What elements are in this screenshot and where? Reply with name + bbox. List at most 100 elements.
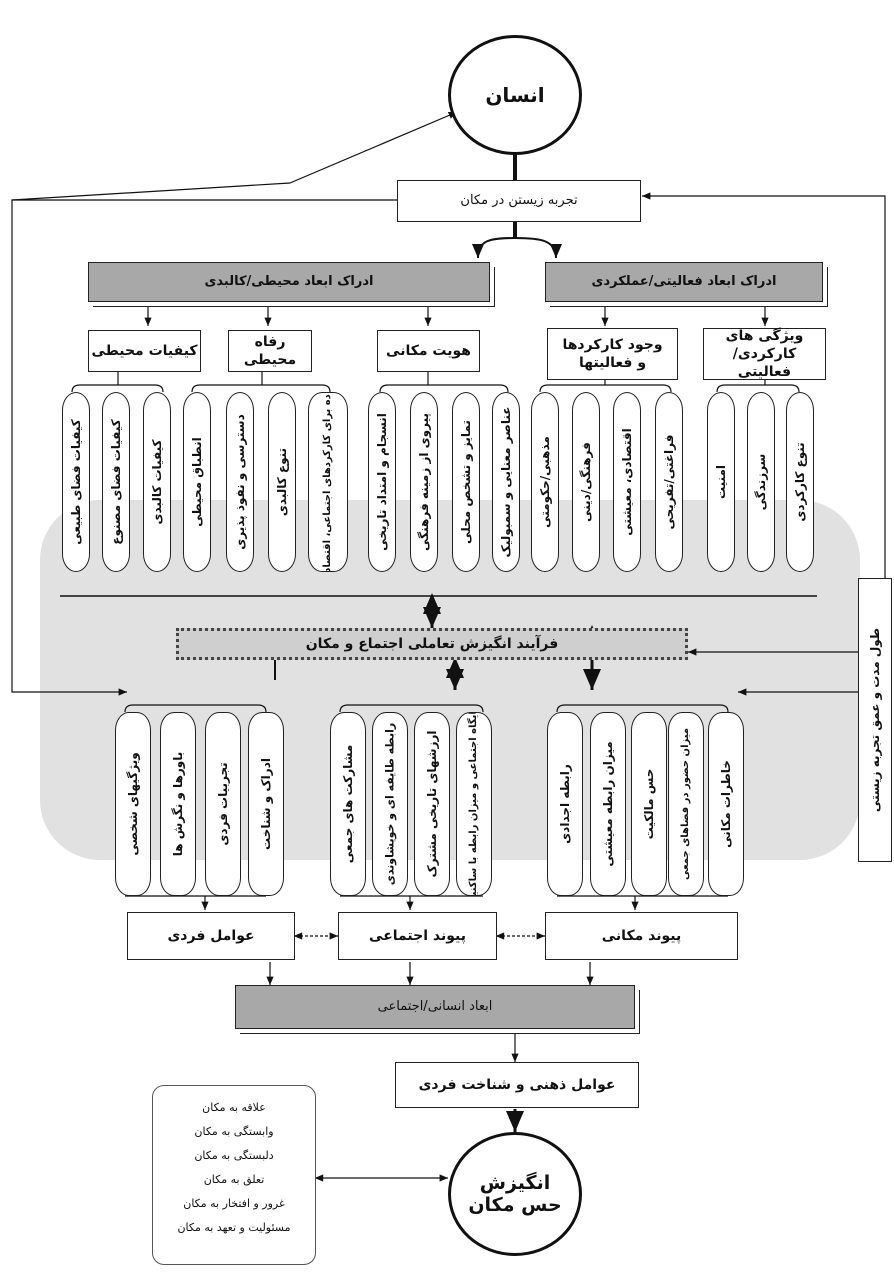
human-label: انسان bbox=[485, 83, 545, 107]
human-social-label: ابعاد انسانی/اجتماعی bbox=[377, 998, 493, 1014]
note-item: وابستگی به مکان bbox=[194, 1125, 274, 1138]
human-social-box: ابعاد انسانی/اجتماعی bbox=[235, 985, 635, 1029]
pill-bottom: باورها و نگرش ها bbox=[160, 712, 196, 896]
pill-label: محیط پاسخ ده برای کارکردهای اجتماعی، اقت… bbox=[322, 392, 333, 572]
functions-label: وجود کارکردها و فعالیتها bbox=[562, 336, 663, 371]
pill-label: جایگاه اجتماعی و میزان رابطه با ساکنین bbox=[468, 712, 479, 896]
pill-bottom: مشارکت های جمعی bbox=[330, 712, 366, 896]
pill-label: خاطرات مکانی bbox=[718, 760, 733, 848]
pill-label: فراغتی/تفریحی bbox=[661, 434, 676, 530]
duration-box: طول مدت و عمق تجربه زیستی bbox=[858, 578, 892, 862]
pill-bottom: ویژگیهای شخصی bbox=[115, 712, 151, 896]
mental-factors-box: عوامل ذهنی و شناخت فردی bbox=[395, 1062, 639, 1108]
duration-label: طول مدت و عمق تجربه زیستی bbox=[868, 627, 882, 813]
pill-top: دسترسی و نفوذ پذیری bbox=[226, 392, 254, 572]
note-item: مسئولیت و تعهد به مکان bbox=[177, 1221, 291, 1234]
pill-label: انسجام و امتداد تاریخی bbox=[374, 413, 389, 551]
mental-factors-label: عوامل ذهنی و شناخت فردی bbox=[418, 1076, 616, 1093]
note-item: غرور و افتخار به مکان bbox=[183, 1197, 285, 1210]
process-box: فرآیند انگیزش تعاملی اجتماع و مکان bbox=[176, 628, 688, 660]
env-welfare-label: رفاه محیطی bbox=[243, 333, 297, 368]
pill-label: دسترسی و نفوذ پذیری bbox=[232, 414, 247, 550]
pill-top: انطباق محیطی bbox=[183, 392, 211, 572]
pill-bottom: ادراک و شناخت bbox=[248, 712, 284, 896]
pill-label: امنیت bbox=[713, 464, 728, 500]
physical-perception-box: ادراک ابعاد محیطی/کالبدی bbox=[88, 262, 490, 302]
func-features-box: ویژگی های کارکردی/ فعالیتی bbox=[703, 328, 826, 380]
functional-perception-label: ادراک ابعاد فعالیتی/عملکردی bbox=[591, 273, 777, 289]
pill-label: ویژگیهای شخصی bbox=[125, 752, 140, 856]
pill-top: امنیت bbox=[707, 392, 735, 572]
pill-label: حس مالکیت bbox=[641, 768, 656, 840]
pill-top: مذهبی/حکومتی bbox=[531, 392, 559, 572]
pill-top: تنوع کارکردی bbox=[786, 392, 814, 572]
pill-label: پیروی از زمینه فرهنگی bbox=[416, 413, 431, 551]
pill-top: تنوع کالبدی bbox=[268, 392, 296, 572]
pill-label: میزان رابطه معیشتی bbox=[600, 741, 615, 867]
pill-top: کیفیات فضای مصنوع bbox=[102, 392, 130, 572]
human-circle: انسان bbox=[448, 35, 582, 155]
pill-top: سرزندگی bbox=[747, 392, 775, 572]
pill-label: رابطه اجدادی bbox=[557, 764, 572, 844]
pill-label: تنوع کالبدی bbox=[274, 447, 289, 517]
functions-box: وجود کارکردها و فعالیتها bbox=[547, 328, 678, 380]
pill-bottom: میزان حضور در فضاهای جمعی bbox=[668, 712, 704, 896]
place-bond-box: پیوند مکانی bbox=[545, 912, 738, 960]
individual-factors-box: عوامل فردی bbox=[127, 912, 295, 960]
pill-top: کیفیات کالبدی bbox=[143, 392, 171, 572]
pill-label: مذهبی/حکومتی bbox=[537, 436, 552, 528]
experience-box: تجربه زیستن در مکان bbox=[397, 180, 641, 222]
motivation-label: انگیزش bbox=[479, 1172, 551, 1194]
pill-top: اقتصادی، معیشتی bbox=[613, 392, 641, 572]
note-item: علاقه به مکان bbox=[202, 1101, 266, 1114]
pill-bottom: رابطه طایفه ای و خویشاوندی bbox=[372, 712, 408, 896]
social-bond-box: پیوند اجتماعی bbox=[338, 912, 497, 960]
experience-label: تجربه زیستن در مکان bbox=[460, 192, 578, 208]
pill-top: انسجام و امتداد تاریخی bbox=[368, 392, 396, 572]
process-label: فرآیند انگیزش تعاملی اجتماع و مکان bbox=[305, 636, 559, 652]
pill-bottom: ارزشهای تاریخی مشترک bbox=[414, 712, 450, 896]
pill-label: ادراک و شناخت bbox=[258, 758, 273, 850]
pill-label: سرزندگی bbox=[753, 453, 768, 511]
func-features-label: ویژگی های کارکردی/ فعالیتی bbox=[725, 327, 804, 381]
note-item: تعلق به مکان bbox=[203, 1173, 265, 1186]
pill-bottom: رابطه اجدادی bbox=[547, 712, 583, 896]
pill-label: تجربیات فردی bbox=[215, 762, 230, 846]
functional-perception-box: ادراک ابعاد فعالیتی/عملکردی bbox=[545, 262, 823, 302]
pill-top: تمایز و تشخص محلی bbox=[452, 392, 480, 572]
env-quality-box: کیفیات محیطی bbox=[88, 330, 201, 372]
pill-label: انطباق محیطی bbox=[189, 437, 204, 527]
pill-label: فرهنگی/دینی bbox=[578, 442, 593, 522]
pill-bottom: جایگاه اجتماعی و میزان رابطه با ساکنین bbox=[456, 712, 492, 896]
pill-label: ارزشهای تاریخی مشترک bbox=[424, 730, 439, 878]
pill-top: محیط پاسخ ده برای کارکردهای اجتماعی، اقت… bbox=[308, 392, 348, 572]
pill-label: عناصر معنایی و سمبولیک bbox=[498, 406, 513, 558]
pill-label: مشارکت های جمعی bbox=[340, 744, 355, 864]
place-bond-label: پیوند مکانی bbox=[601, 927, 682, 944]
pill-label: تنوع کارکردی bbox=[792, 442, 807, 522]
pill-label: اقتصادی، معیشتی bbox=[619, 428, 634, 536]
pill-label: رابطه طایفه ای و خویشاوندی bbox=[383, 722, 397, 886]
pill-top: فراغتی/تفریحی bbox=[655, 392, 683, 572]
pill-bottom: میزان رابطه معیشتی bbox=[590, 712, 626, 896]
env-quality-label: کیفیات محیطی bbox=[91, 342, 198, 359]
individual-factors-label: عوامل فردی bbox=[167, 927, 255, 944]
pill-bottom: خاطرات مکانی bbox=[708, 712, 744, 896]
pill-label: کیفیات فضای طبیعی bbox=[68, 419, 83, 545]
social-bond-label: پیوند اجتماعی bbox=[369, 927, 466, 944]
pill-top: پیروی از زمینه فرهنگی bbox=[410, 392, 438, 572]
pill-label: میزان حضور در فضاهای جمعی bbox=[680, 727, 691, 881]
pill-bottom: تجربیات فردی bbox=[205, 712, 241, 896]
pill-label: باورها و نگرش ها bbox=[170, 751, 185, 857]
pill-bottom: حس مالکیت bbox=[631, 712, 667, 896]
attachment-notes-box: علاقه به مکان وابستگی به مکان دلبستگی به… bbox=[152, 1085, 316, 1265]
pill-top: فرهنگی/دینی bbox=[572, 392, 600, 572]
sense-of-place-circle: انگیزش حس مکان bbox=[448, 1132, 582, 1256]
pill-top: کیفیات فضای طبیعی bbox=[62, 392, 90, 572]
sense-of-place-label: حس مکان bbox=[468, 1194, 562, 1216]
physical-perception-label: ادراک ابعاد محیطی/کالبدی bbox=[204, 273, 374, 289]
note-item: دلبستگی به مکان bbox=[194, 1149, 274, 1162]
pill-label: تمایز و تشخص محلی bbox=[458, 420, 473, 544]
place-identity-box: هویت مکانی bbox=[377, 330, 480, 372]
pill-label: کیفیات فضای مصنوع bbox=[108, 419, 123, 545]
